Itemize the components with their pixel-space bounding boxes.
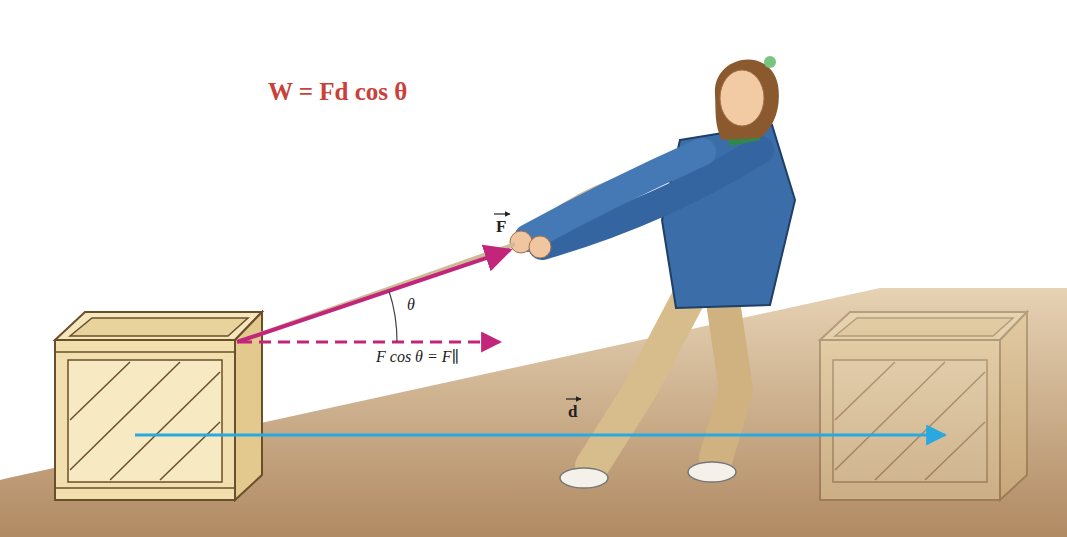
angle-label: θ <box>407 296 415 314</box>
crate-final-position <box>820 312 1027 500</box>
hair <box>715 60 779 140</box>
crate-panel <box>833 360 987 482</box>
shoe <box>560 468 608 488</box>
crate-slat <box>55 351 235 353</box>
crate-top <box>55 312 262 340</box>
crate-slat <box>925 422 985 480</box>
displacement-vector <box>135 434 945 437</box>
force-component-vector <box>240 341 500 344</box>
hair-tie <box>764 56 776 68</box>
shoe <box>688 462 736 482</box>
vector-overarrow <box>494 213 510 214</box>
crate-top <box>820 312 1027 340</box>
crate-slat <box>70 362 180 470</box>
hand <box>529 236 551 258</box>
crate-slat <box>55 487 235 489</box>
floor <box>0 288 1067 537</box>
crate <box>55 312 262 500</box>
head <box>720 70 764 126</box>
vector-overarrow <box>566 398 581 399</box>
crate-top-slat <box>70 318 248 336</box>
sleeve <box>528 152 702 238</box>
woman-pulling <box>510 56 795 488</box>
crate-front <box>55 340 235 500</box>
hand <box>510 231 532 253</box>
crate-slat <box>70 362 130 420</box>
formula-label: W = Fd cos θ <box>268 78 407 107</box>
crate-slat <box>160 422 220 480</box>
force-vector <box>237 250 510 342</box>
displacement-label: d <box>568 402 577 422</box>
angle-arc <box>389 291 397 342</box>
force-label: F <box>496 217 506 237</box>
rope <box>237 244 515 342</box>
crate-slat <box>875 372 985 480</box>
component-label: F cos θ = F∥ <box>376 348 459 366</box>
back-leg <box>592 295 690 466</box>
crate-panel <box>68 360 222 482</box>
crate-slat <box>835 362 945 470</box>
crate-slat <box>835 362 895 420</box>
crate-slat <box>110 372 220 480</box>
crate-side <box>1000 312 1027 500</box>
crate-front <box>820 340 1000 500</box>
crate-top-slat <box>835 318 1013 336</box>
